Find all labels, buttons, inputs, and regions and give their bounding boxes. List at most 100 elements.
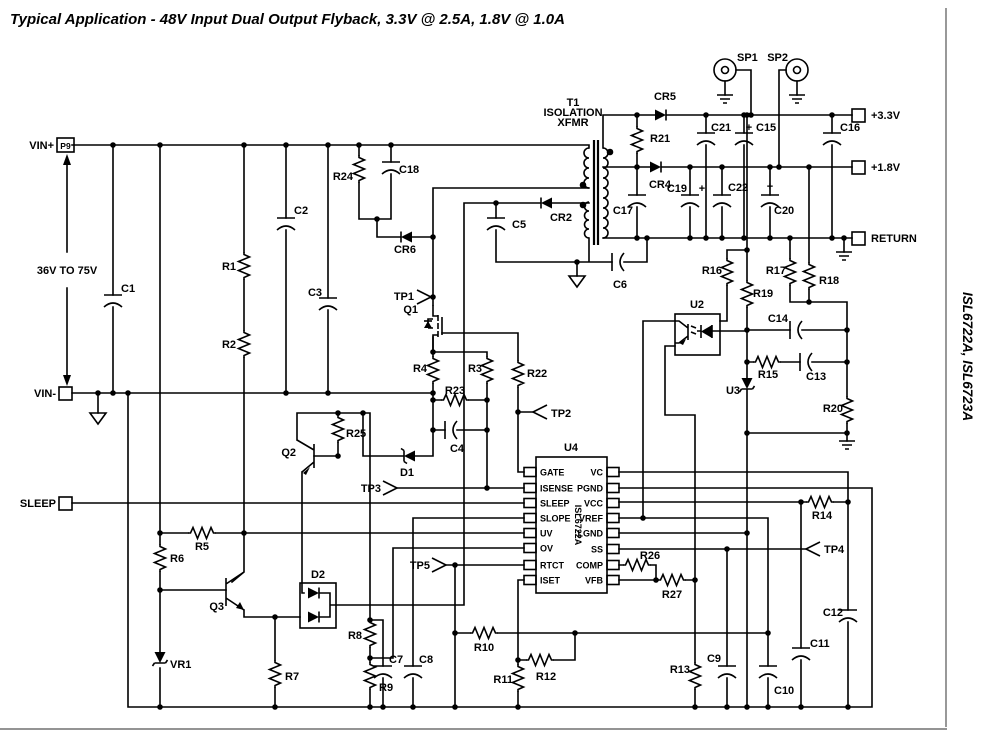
t1-ref: T1: [567, 97, 580, 109]
c19-label: C19: [667, 183, 687, 195]
vr1-label: VR1: [170, 659, 191, 671]
out-3v3-terminal: [851, 108, 866, 123]
r18-label: R18: [819, 275, 839, 287]
d2-label: D2: [311, 569, 325, 581]
vin-minus-terminal: [58, 386, 73, 401]
c1-label: C1: [121, 283, 135, 295]
cr2-label: CR2: [550, 212, 572, 224]
u4-ref-label: U4: [564, 442, 579, 454]
r16-label: R16: [702, 265, 722, 277]
input-range-label: 36V TO 75V: [37, 265, 98, 277]
r17-label: R17: [766, 265, 786, 277]
winding-phase-dot: [579, 181, 587, 189]
r3-label: R3: [468, 363, 482, 375]
vin-plus-label: VIN+: [29, 140, 54, 152]
out-1v8-terminal: [851, 160, 866, 175]
r12-label: R12: [536, 671, 556, 683]
c13-label: C13: [806, 371, 826, 383]
r21-label: R21: [650, 133, 670, 145]
return-terminal: [851, 231, 866, 246]
u4-pin-comp: COMP: [576, 561, 603, 571]
r22-label: R22: [527, 368, 547, 380]
d2-package-outline: [299, 582, 337, 629]
u4-pin-gate: GATE: [540, 468, 564, 478]
c4-label: C4: [450, 443, 465, 455]
u4-pin-sleep: SLEEP: [540, 499, 570, 509]
r26-label: R26: [640, 550, 660, 562]
q1-mosfet: [424, 305, 443, 352]
u3-label: U3: [726, 385, 740, 397]
u4-pin-vcc: VCC: [584, 499, 604, 509]
transformer-t1: [579, 140, 614, 245]
u4-part-label: ISL6722A: [573, 505, 583, 546]
tp1-label: TP1: [394, 291, 414, 303]
c16-label: C16: [840, 122, 860, 134]
winding-phase-dot: [579, 201, 587, 209]
sleep-label: SLEEP: [20, 498, 56, 510]
r4-label: R4: [413, 363, 428, 375]
u4-pin-uv: UV: [540, 529, 553, 539]
u4-pin-rtct: RTCT: [540, 561, 564, 571]
u4-pin-pgnd: PGND: [577, 484, 604, 494]
return-label: RETURN: [871, 233, 917, 245]
q1-label: Q1: [403, 304, 418, 316]
u2-label: U2: [690, 299, 704, 311]
c10-label: C10: [774, 685, 794, 697]
r6-label: R6: [170, 553, 184, 565]
p9-label: P9: [60, 141, 71, 151]
vin-plus-terminal: [56, 137, 75, 153]
u4-pin-lgnd: LGND: [578, 529, 604, 539]
c20-label: C20: [774, 205, 794, 217]
c11-label: C11: [810, 638, 830, 650]
c7-label: C7: [389, 654, 403, 666]
r1-label: R1: [222, 261, 236, 273]
input-range-arrow: [63, 154, 71, 386]
r8-label: R8: [348, 630, 362, 642]
u4-ic: [523, 456, 620, 594]
u4-pin-vref: VREF: [579, 514, 604, 524]
c12-label: C12: [823, 607, 843, 619]
page-title: Typical Application - 48V Input Dual Out…: [10, 11, 565, 28]
c20-plus: +: [767, 181, 773, 193]
cr6-label: CR6: [394, 244, 416, 256]
t1-name1: ISOLATION: [543, 107, 602, 119]
c15-plus: +: [746, 122, 752, 134]
c15-label: C15: [756, 122, 776, 134]
q3-label: Q3: [209, 601, 224, 613]
r9-label: R9: [379, 682, 393, 694]
c22-label: C22: [728, 182, 748, 194]
page-border: [0, 8, 947, 730]
sleep-terminal: [58, 496, 73, 511]
side-part-numbers: ISL6722A, ISL6723A: [960, 292, 975, 421]
r13-label: R13: [670, 664, 690, 676]
t1-name2: XFMR: [557, 117, 588, 129]
c8-label: C8: [419, 654, 433, 666]
q2-label: Q2: [281, 447, 296, 459]
r11-label: R11: [493, 674, 513, 686]
sp2-label: SP2: [767, 52, 788, 64]
r5-label: R5: [195, 541, 209, 553]
r25-label: R25: [346, 428, 366, 440]
wires: [66, 69, 873, 708]
q3-transistor: [225, 571, 245, 611]
cr4-label: CR4: [649, 179, 672, 191]
r27-label: R27: [662, 589, 682, 601]
c3-label: C3: [308, 287, 322, 299]
io-terminals: [56, 108, 866, 511]
r2-label: R2: [222, 339, 236, 351]
u4-pin-ss: SS: [591, 545, 603, 555]
u2-optocoupler: [674, 313, 721, 356]
tp2-label: TP2: [551, 408, 571, 420]
sp1-label: SP1: [737, 52, 758, 64]
c5-label: C5: [512, 219, 526, 231]
r15-label: R15: [758, 369, 778, 381]
c9-label: C9: [707, 653, 721, 665]
ground-symbols: [89, 94, 856, 450]
tp4-label: TP4: [824, 544, 845, 556]
r7-label: R7: [285, 671, 299, 683]
tp5-label: TP5: [410, 560, 430, 572]
c17-label: C17: [613, 205, 633, 217]
probe-jacks: [713, 58, 809, 82]
